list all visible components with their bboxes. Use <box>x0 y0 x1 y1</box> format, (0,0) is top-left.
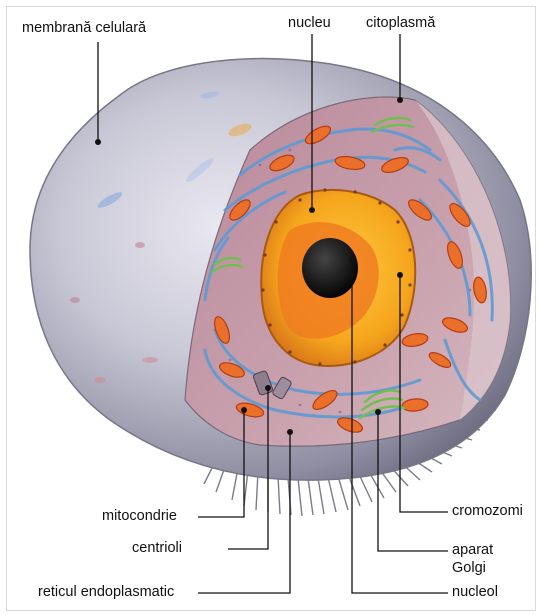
label-aparat: aparat <box>452 542 493 559</box>
label-reticul-endoplasmatic: reticul endoplasmatic <box>38 584 174 601</box>
label-membrana-celulara: membrană celulară <box>22 20 146 37</box>
nucleolus-shape <box>302 238 358 298</box>
label-centrioli: centrioli <box>132 540 182 557</box>
label-mitocondrie: mitocondrie <box>102 508 177 525</box>
label-nucleol: nucleol <box>452 584 498 601</box>
label-nucleu: nucleu <box>288 15 331 32</box>
label-citoplasma: citoplasmă <box>366 15 435 32</box>
label-golgi: Golgi <box>452 560 486 577</box>
label-cromozomi: cromozomi <box>452 503 523 520</box>
